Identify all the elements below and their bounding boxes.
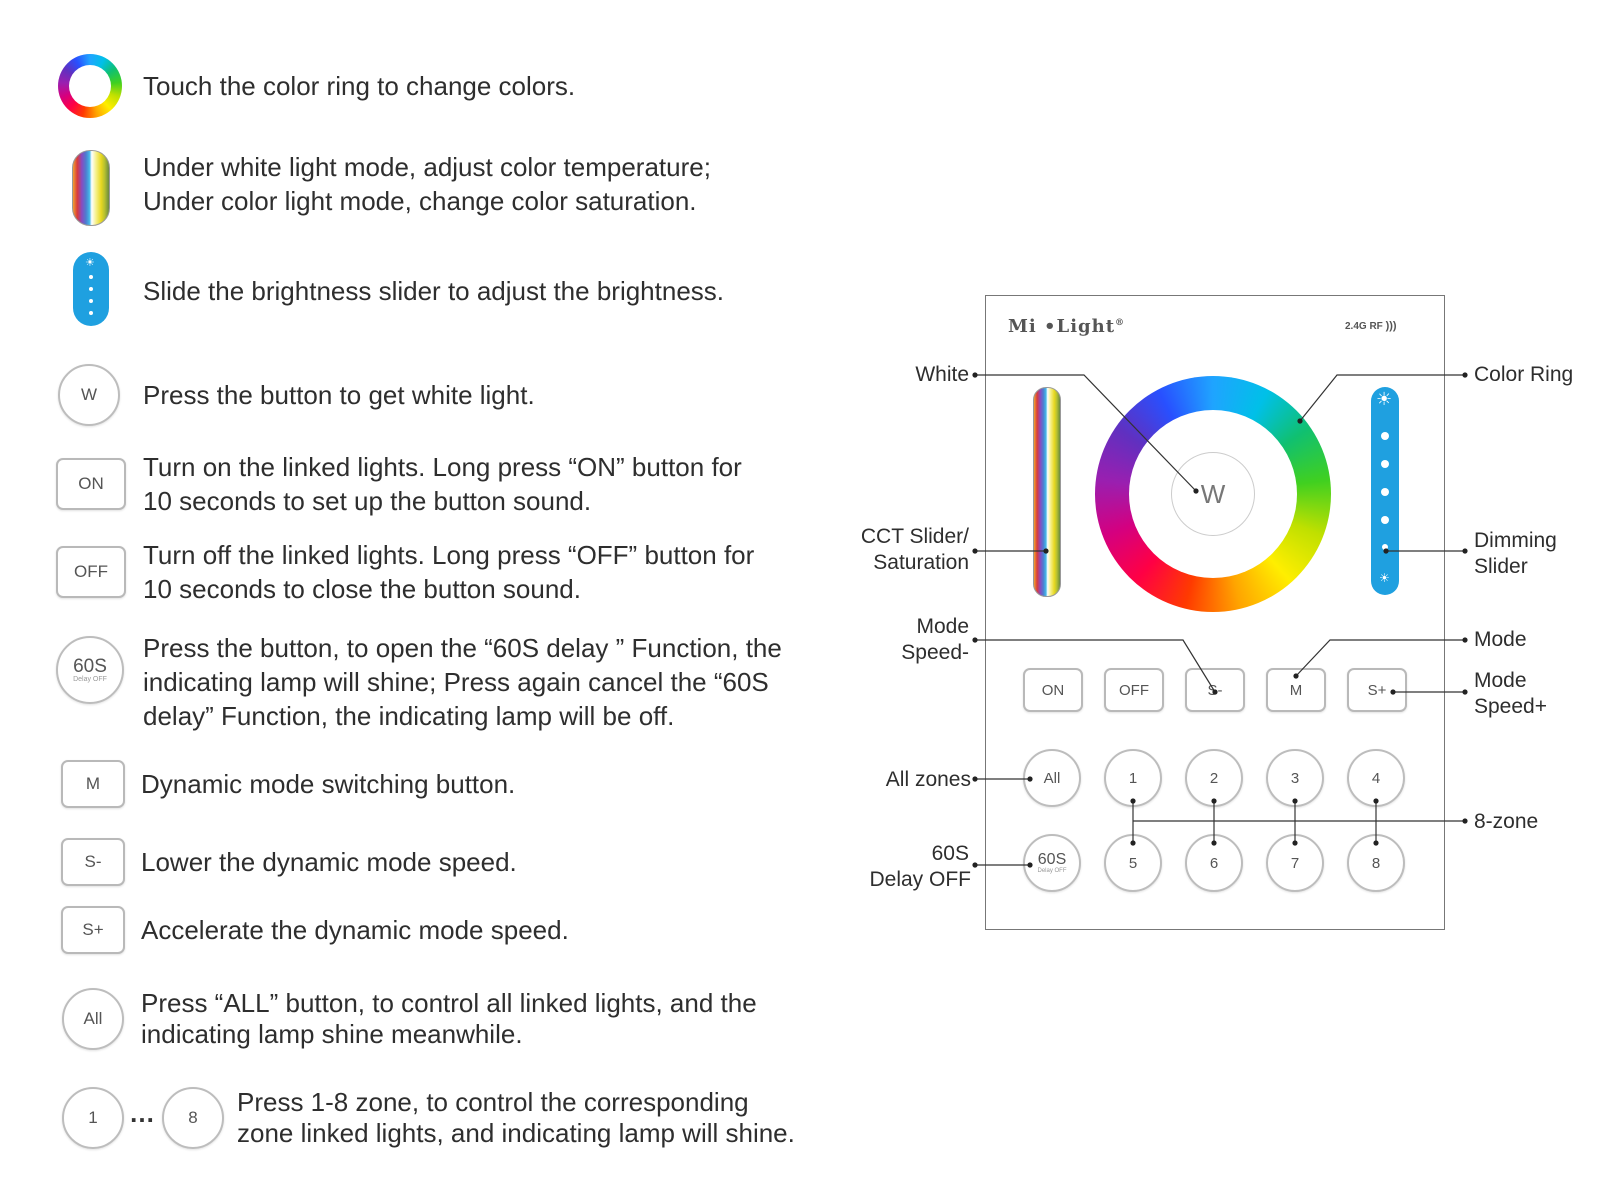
delay-button-sublabel: Delay OFF — [73, 675, 107, 683]
panel-delay-sublabel: Delay OFF — [1037, 867, 1067, 874]
on-description-line1: Turn on the linked lights. Long press “O… — [143, 452, 742, 482]
speed-minus-description: Lower the dynamic mode speed. — [141, 847, 517, 877]
all-button-icon: All — [62, 988, 124, 1050]
brand-name: Mi •Light — [1008, 316, 1116, 337]
speed-plus-button-icon: S+ — [61, 906, 125, 954]
rf-label: 2.4G RF ))) — [1345, 320, 1397, 332]
panel-off-button[interactable]: OFF — [1104, 668, 1164, 712]
delay-button-label: 60S — [73, 655, 107, 677]
panel-speed-plus-button[interactable]: S+ — [1347, 668, 1407, 712]
dimming-slider[interactable]: ☀ ☀ — [1371, 387, 1399, 595]
callout-speed-minus-line1: Mode — [916, 615, 969, 638]
callout-cct-line2: Saturation — [873, 551, 969, 574]
delay-description-line3: delay” Function, the indicating lamp wil… — [143, 701, 675, 731]
color-ring-icon — [58, 54, 122, 118]
off-description-line2: 10 seconds to close the button sound. — [143, 574, 581, 604]
white-center-button[interactable]: W — [1171, 452, 1255, 536]
speed-minus-button-icon: S- — [61, 838, 125, 886]
white-leader — [975, 374, 1197, 492]
brand-registered: ® — [1115, 318, 1126, 328]
callout-delay-line1: 60S — [931, 842, 969, 865]
callout-color-ring: Color Ring — [1474, 363, 1574, 386]
on-button-icon: ON — [56, 458, 126, 510]
brightness-description: Slide the brightness slider to adjust th… — [143, 276, 725, 306]
brightness-slider-icon: ☀ — [73, 252, 109, 326]
delay-button-icon: 60S Delay OFF — [56, 636, 124, 704]
off-description-line1: Turn off the linked lights. Long press “… — [143, 540, 755, 570]
cct-description-line2: Under color light mode, change color sat… — [143, 186, 697, 216]
rf-signal-icon: ))) — [1385, 320, 1397, 332]
cct-description-line1: Under white light mode, adjust color tem… — [143, 152, 711, 182]
color-ring-leader — [1299, 374, 1465, 422]
panel-zone-2-button[interactable]: 2 — [1185, 749, 1243, 807]
cct-slider[interactable] — [1033, 387, 1061, 597]
callout-speed-plus-line2: Speed+ — [1474, 695, 1547, 718]
sun-icon: ☀ — [85, 257, 95, 269]
callout-speed-plus-line1: Mode — [1474, 669, 1527, 692]
zone-description-line1: Press 1-8 zone, to control the correspon… — [237, 1087, 749, 1117]
sun-bright-icon: ☀ — [1376, 389, 1393, 409]
off-button-icon: OFF — [56, 546, 126, 598]
sun-dim-icon: ☀ — [1379, 571, 1390, 585]
white-button-icon: W — [58, 364, 120, 426]
rf-text: 2.4G RF — [1345, 321, 1383, 332]
all-description-line1: Press “ALL” button, to control all linke… — [141, 988, 757, 1018]
panel-zone-1-button[interactable]: 1 — [1104, 749, 1162, 807]
callout-cct-line1: CCT Slider/ — [860, 525, 969, 548]
all-description-line2: indicating lamp shine meanwhile. — [141, 1019, 523, 1049]
delay-description-line2: indicating lamp will shine; Press again … — [143, 667, 769, 697]
mode-leader — [1295, 639, 1465, 677]
speed-minus-leader — [975, 639, 1216, 693]
mode-description: Dynamic mode switching button. — [141, 769, 516, 799]
callout-eight-zone: 8-zone — [1474, 810, 1539, 833]
panel-delay-label: 60S — [1037, 850, 1067, 868]
delay-description-line1: Press the button, to open the “60S delay… — [143, 633, 782, 663]
callout-mode: Mode — [1474, 628, 1527, 651]
brand-logo: Mi •Light® — [1008, 316, 1125, 337]
mode-button-icon: M — [61, 760, 125, 808]
callout-white: White — [915, 363, 969, 386]
callout-dimming-line1: Dimming — [1474, 529, 1557, 552]
callout-speed-minus-line2: Speed- — [901, 641, 969, 664]
callout-delay-line2: Delay OFF — [869, 868, 971, 891]
on-description-line2: 10 seconds to set up the button sound. — [143, 486, 592, 516]
cct-slider-icon — [72, 150, 110, 226]
zone-1-button-icon: 1 — [62, 1087, 124, 1149]
white-description: Press the button to get white light. — [143, 380, 535, 410]
panel-all-button[interactable]: All — [1023, 749, 1081, 807]
zone-description-line2: zone linked lights, and indicating lamp … — [237, 1118, 795, 1148]
speed-plus-description: Accelerate the dynamic mode speed. — [141, 915, 569, 945]
panel-on-button[interactable]: ON — [1023, 668, 1083, 712]
zone-8-button-icon: 8 — [162, 1087, 224, 1149]
zone-ellipsis: … — [129, 1098, 155, 1128]
callout-all-zones: All zones — [885, 768, 971, 791]
color-ring-description: Touch the color ring to change colors. — [143, 71, 576, 101]
callout-dimming-line2: Slider — [1474, 555, 1528, 578]
panel-delay-button[interactable]: 60S Delay OFF — [1023, 834, 1081, 892]
